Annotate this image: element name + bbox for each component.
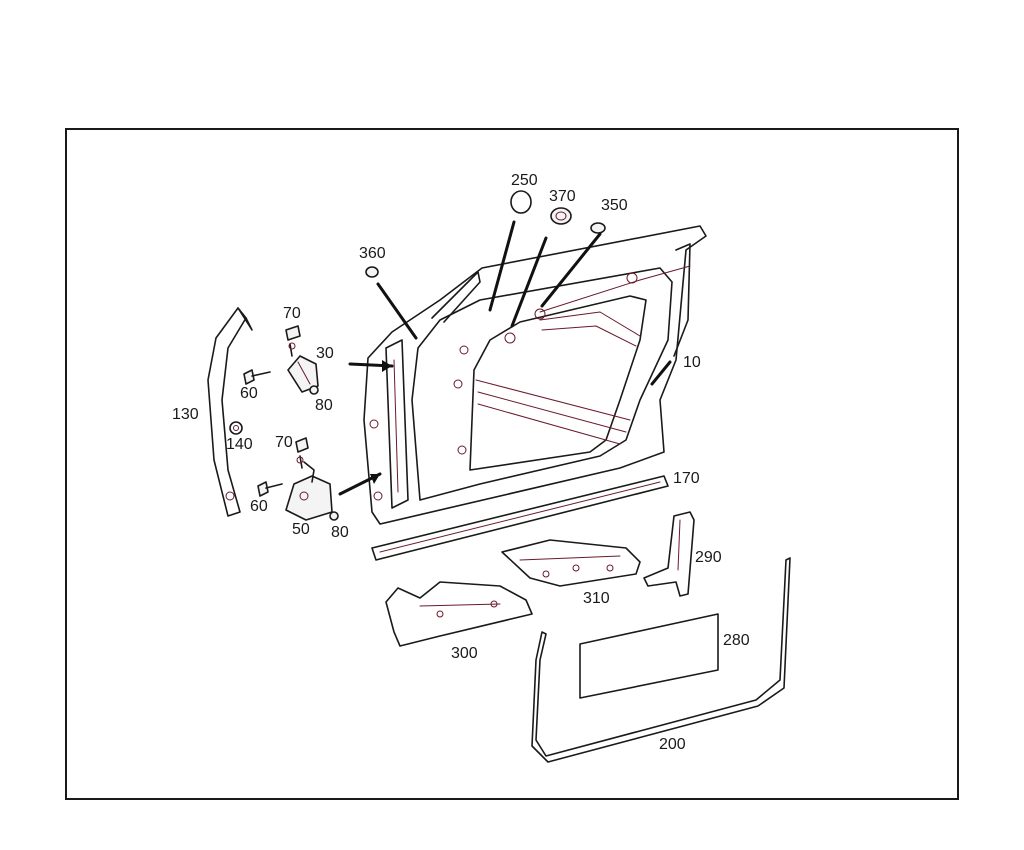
- part-290-insulation[interactable]: [643, 511, 695, 597]
- leader-lines: [338, 220, 672, 496]
- callout-300: 300: [451, 645, 478, 662]
- part-250-cover[interactable]: [510, 190, 532, 214]
- callout-50: 50: [292, 521, 310, 538]
- callout-200: 200: [659, 736, 686, 753]
- callout-80-lower: 80: [331, 524, 349, 541]
- callout-280: 280: [723, 632, 750, 649]
- callout-170: 170: [673, 470, 700, 487]
- part-140-grommet[interactable]: [229, 421, 243, 435]
- part-310-dampener[interactable]: [501, 539, 641, 587]
- part-80-nut-lower[interactable]: [329, 511, 339, 521]
- part-130-pillar-seal[interactable]: [207, 307, 253, 517]
- callout-350: 350: [601, 197, 628, 214]
- callout-60-lower: 60: [250, 498, 268, 515]
- part-300-dampener[interactable]: [385, 581, 533, 647]
- callout-60-upper: 60: [240, 385, 258, 402]
- part-60-bolt-upper[interactable]: [243, 369, 271, 385]
- part-10-door-shell[interactable]: [363, 225, 707, 525]
- part-70-cap-upper[interactable]: [285, 325, 301, 357]
- callout-70-upper: 70: [283, 305, 301, 322]
- callout-310: 310: [583, 590, 610, 607]
- part-360-clip[interactable]: [365, 266, 379, 278]
- part-70-cap-lower[interactable]: [295, 437, 309, 469]
- part-350-clip[interactable]: [590, 222, 606, 234]
- callout-10: 10: [683, 354, 701, 371]
- part-200-weatherstrip[interactable]: [531, 557, 791, 763]
- part-50-lower-hinge[interactable]: [285, 461, 333, 521]
- part-280-film[interactable]: [579, 613, 719, 699]
- callout-360: 360: [359, 245, 386, 262]
- callout-290: 290: [695, 549, 722, 566]
- callout-70-lower: 70: [275, 434, 293, 451]
- callout-370: 370: [549, 188, 576, 205]
- part-80-nut-upper[interactable]: [309, 385, 319, 395]
- part-60-bolt-lower[interactable]: [257, 481, 283, 497]
- diagram-frame: [65, 128, 959, 800]
- part-370-plug[interactable]: [550, 207, 572, 225]
- callout-140: 140: [226, 436, 253, 453]
- callout-130: 130: [172, 406, 199, 423]
- callout-30: 30: [316, 345, 334, 362]
- part-30-upper-hinge[interactable]: [287, 355, 319, 393]
- callout-250: 250: [511, 172, 538, 189]
- part-170-sill-strip[interactable]: [371, 475, 669, 561]
- callout-80-upper: 80: [315, 397, 333, 414]
